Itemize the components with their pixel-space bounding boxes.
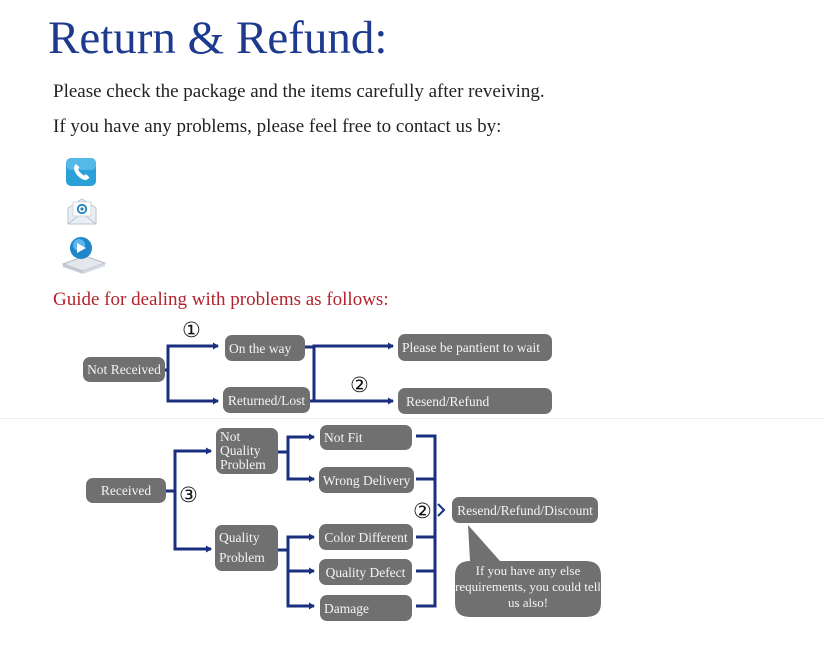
box-quality-defect-label: Quality Defect: [325, 564, 406, 580]
step-1-badge: ①: [182, 318, 201, 342]
box-wrong-delivery-label: Wrong Delivery: [322, 472, 411, 488]
box-resolution: Resend/Refund/Discount: [452, 497, 598, 523]
nq-line-2: Quality: [220, 443, 261, 458]
box-on-the-way: On the way: [225, 335, 305, 361]
step-2-badge-bottom: ②: [413, 499, 432, 523]
box-not-quality-problem: Not Quality Problem: [216, 428, 278, 474]
box-wrong-delivery: Wrong Delivery: [319, 467, 414, 493]
box-received-label: Received: [100, 483, 152, 498]
box-quality-problem: Quality Problem: [215, 525, 278, 571]
speech-bubble: [455, 525, 601, 617]
step-2-badge-top: ②: [350, 373, 369, 397]
box-returned-lost-label: Returned/Lost: [227, 392, 306, 408]
nq-line-1: Not: [220, 429, 241, 444]
box-quality-defect: Quality Defect: [319, 559, 412, 585]
speech-bubble-text: If you have any else requirements, you c…: [455, 563, 601, 610]
box-received: Received: [86, 478, 166, 503]
nq-line-3: Problem: [220, 457, 266, 472]
email-icon[interactable]: [65, 196, 99, 226]
box-on-the-way-label: On the way: [229, 340, 292, 356]
box-please-wait-label: Please be pantient to wait: [402, 340, 540, 355]
message-icon[interactable]: [61, 234, 107, 274]
box-resend-refund-label: Resend/Refund: [406, 393, 490, 409]
q-line-1: Quality: [219, 530, 260, 545]
box-not-received-label: Not Received: [87, 362, 161, 377]
page-title: Return & Refund:: [48, 12, 388, 64]
box-resolution-label: Resend/Refund/Discount: [457, 502, 593, 518]
intro-text-contact: If you have any problems, please feel fr…: [53, 116, 502, 137]
box-damage-label: Damage: [324, 600, 369, 616]
phone-icon[interactable]: [65, 157, 97, 187]
box-not-fit-label: Not Fit: [324, 430, 363, 445]
box-not-fit: Not Fit: [320, 425, 412, 450]
q-line-2: Problem: [219, 550, 265, 565]
box-color-different: Color Different: [319, 524, 413, 550]
box-please-wait: Please be pantient to wait: [398, 334, 552, 361]
section-divider: [0, 418, 823, 419]
box-color-different-label: Color Different: [324, 529, 408, 545]
intro-text-check: Please check the package and the items c…: [53, 81, 545, 102]
guide-heading: Guide for dealing with problems as follo…: [53, 289, 389, 310]
box-damage: Damage: [320, 595, 412, 621]
box-returned-lost: Returned/Lost: [223, 387, 310, 413]
box-resend-refund: Resend/Refund: [398, 388, 552, 414]
box-not-received: Not Received: [83, 357, 165, 382]
step-3-badge: ③: [179, 483, 198, 507]
